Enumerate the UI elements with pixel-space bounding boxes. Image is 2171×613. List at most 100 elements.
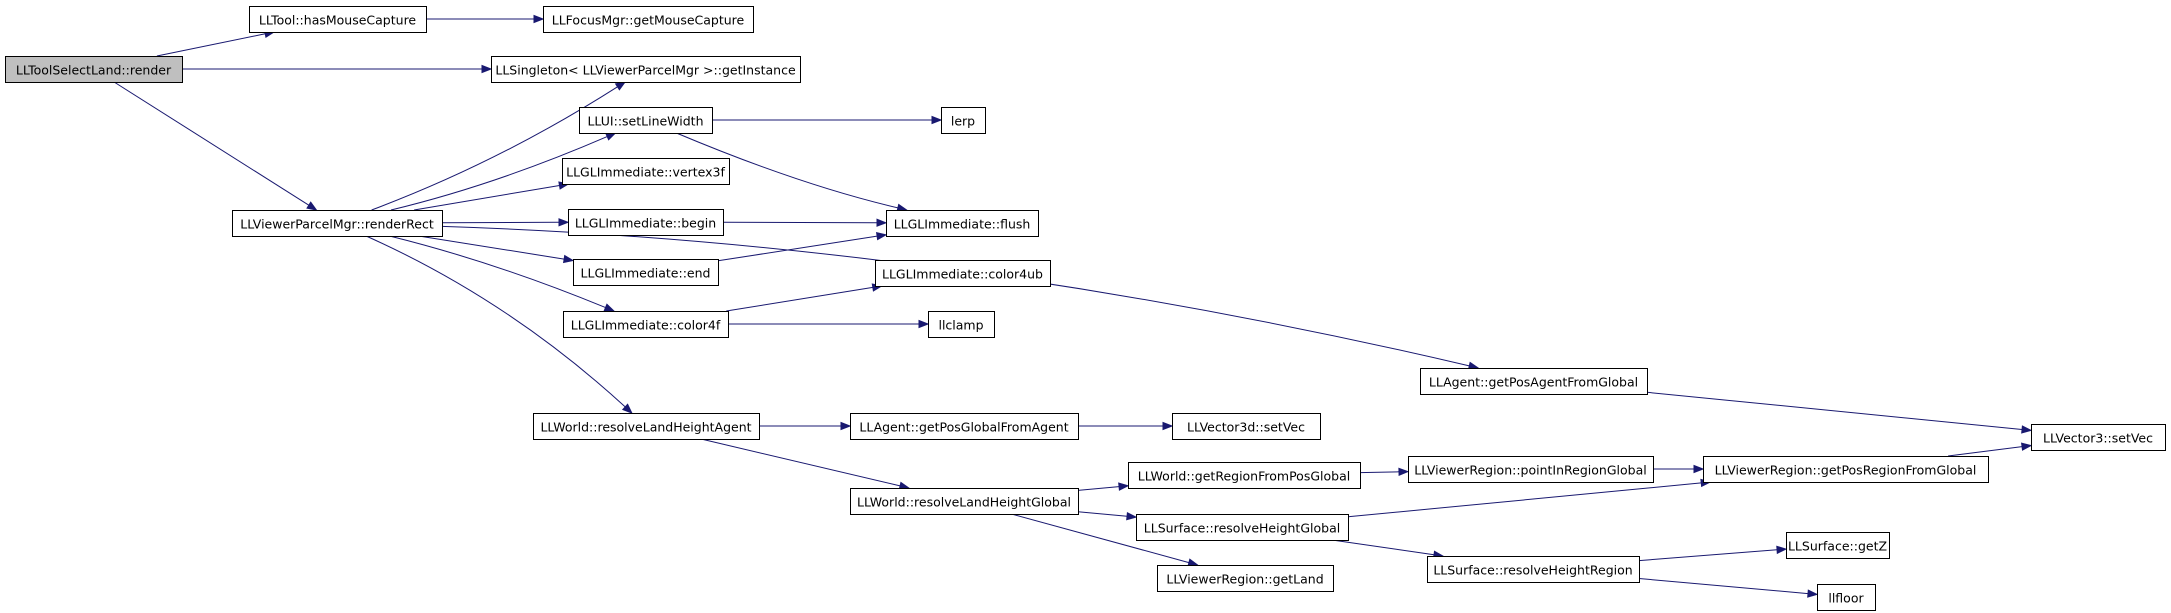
- arrowhead-root-to-renderRect: [306, 201, 318, 211]
- node-box-renderRect: [232, 210, 443, 237]
- edge-root-to-hasMouseCapture: [156, 33, 266, 57]
- node-label-getPosGlobalFromAgent: LLAgent::getPosGlobalFromAgent: [859, 420, 1068, 435]
- edge-resolveHeightRegion-to-getZ: [1638, 549, 1778, 562]
- edge-resolveHeightGlobal-to-resolveHeightRegion: [1332, 539, 1435, 556]
- arrowhead-hasMouseCapture-to-getMouseCapture: [533, 14, 545, 24]
- node-box-root: [5, 56, 183, 83]
- arrowhead-renderRect-to-begin: [558, 218, 570, 227]
- node-label-flush: LLGLImmediate::flush: [894, 217, 1031, 232]
- node-label-llclamp: llclamp: [938, 318, 983, 333]
- node-llfloor[interactable]: llfloor: [1817, 584, 1876, 611]
- arrowhead-pointInRegionGlobal-to-getPosRegionFromGlobal: [1693, 464, 1705, 474]
- node-label-getMouseCapture: LLFocusMgr::getMouseCapture: [552, 13, 745, 28]
- edge-getPosRegionFromGlobal-to-setVec3: [1948, 446, 2023, 457]
- node-box-getInstance: [491, 56, 801, 83]
- node-vertex3f[interactable]: LLGLImmediate::vertex3f: [562, 158, 730, 185]
- arrowhead-resolveLandHeightGlobal-to-getRegionFromPosGlobal: [1118, 482, 1130, 491]
- node-label-getInstance: LLSingleton< LLViewerParcelMgr >::getIns…: [495, 63, 796, 78]
- node-getRegionFromPosGlobal[interactable]: LLWorld::getRegionFromPosGlobal: [1128, 462, 1361, 489]
- node-resolveHeightRegion[interactable]: LLSurface::resolveHeightRegion: [1427, 556, 1640, 583]
- node-label-end: LLGLImmediate::end: [581, 266, 711, 281]
- edge-resolveLandHeightGlobal-to-resolveHeightGlobal: [1077, 511, 1128, 517]
- node-label-renderRect: LLViewerParcelMgr::renderRect: [240, 217, 434, 232]
- call-edges: [113, 14, 2033, 598]
- arrowhead-resolveLandHeightAgent-to-getPosGlobalFromAgent: [840, 421, 852, 431]
- edge-getRegionFromPosGlobal-to-pointInRegionGlobal: [1359, 471, 1400, 474]
- node-getLand[interactable]: LLViewerRegion::getLand: [1157, 565, 1334, 592]
- edge-resolveLandHeightGlobal-to-getRegionFromPosGlobal: [1077, 486, 1120, 491]
- node-flush[interactable]: LLGLImmediate::flush: [886, 210, 1039, 237]
- node-getPosAgentFromGlobal[interactable]: LLAgent::getPosAgentFromGlobal: [1420, 368, 1648, 395]
- edge-renderRect-to-vertex3f: [414, 185, 560, 211]
- node-label-color4f: LLGLImmediate::color4f: [571, 318, 721, 333]
- node-resolveLandHeightAgent[interactable]: LLWorld::resolveLandHeightAgent: [533, 413, 760, 440]
- edge-renderRect-to-end: [418, 235, 565, 260]
- node-label-lerp: lerp: [951, 114, 975, 129]
- node-renderRect[interactable]: LLViewerParcelMgr::renderRect: [232, 210, 443, 237]
- arrowhead-getPosAgentFromGlobal-to-setVec3: [2021, 425, 2033, 434]
- node-label-root: LLToolSelectLand::render: [16, 63, 172, 78]
- node-lerp[interactable]: lerp: [941, 107, 986, 134]
- node-label-getRegionFromPosGlobal: LLWorld::getRegionFromPosGlobal: [1138, 469, 1350, 484]
- node-box-getPosGlobalFromAgent: [850, 413, 1079, 440]
- arrowhead-renderRect-to-getInstance: [614, 81, 627, 91]
- node-box-flush: [886, 210, 1039, 237]
- node-label-setVec3: LLVector3::setVec: [2043, 431, 2153, 446]
- node-box-color4f: [563, 311, 729, 338]
- edge-getPosAgentFromGlobal-to-setVec3: [1646, 391, 2023, 430]
- node-label-resolveHeightGlobal: LLSurface::resolveHeightGlobal: [1144, 521, 1340, 536]
- edge-resolveHeightRegion-to-llfloor: [1638, 578, 1809, 595]
- arrowhead-resolveLandHeightGlobal-to-getLand: [1187, 558, 1199, 567]
- node-label-vertex3f: LLGLImmediate::vertex3f: [566, 165, 725, 180]
- arrowhead-begin-to-flush: [876, 218, 888, 227]
- node-box-getLand: [1157, 565, 1334, 592]
- node-hasMouseCapture[interactable]: LLTool::hasMouseCapture: [249, 6, 427, 33]
- arrowhead-renderRect-to-color4f: [603, 303, 616, 312]
- node-label-getZ: LLSurface::getZ: [1788, 539, 1887, 554]
- edge-end-to-flush: [717, 235, 878, 262]
- node-box-color4ub: [875, 260, 1051, 287]
- edge-setLineWidth-to-flush: [676, 132, 899, 209]
- node-label-resolveLandHeightGlobal: LLWorld::resolveLandHeightGlobal: [857, 495, 1071, 510]
- edge-resolveLandHeightAgent-to-resolveLandHeightGlobal: [700, 438, 901, 487]
- node-box-getPosRegionFromGlobal: [1703, 456, 1989, 483]
- node-color4ub[interactable]: LLGLImmediate::color4ub: [875, 260, 1051, 287]
- edge-renderRect-to-color4f: [389, 235, 606, 309]
- arrowhead-getRegionFromPosGlobal-to-pointInRegionGlobal: [1398, 467, 1410, 477]
- node-box-llclamp: [928, 311, 995, 338]
- node-box-resolveLandHeightAgent: [533, 413, 760, 440]
- node-begin[interactable]: LLGLImmediate::begin: [568, 209, 724, 236]
- node-getPosRegionFromGlobal[interactable]: LLViewerRegion::getPosRegionFromGlobal: [1703, 456, 1989, 483]
- node-box-getMouseCapture: [543, 6, 754, 33]
- node-box-llfloor: [1817, 584, 1876, 611]
- node-getMouseCapture[interactable]: LLFocusMgr::getMouseCapture: [543, 6, 754, 33]
- arrowhead-resolveHeightRegion-to-getZ: [1776, 545, 1788, 555]
- node-getInstance[interactable]: LLSingleton< LLViewerParcelMgr >::getIns…: [491, 56, 801, 83]
- arrowhead-renderRect-to-setLineWidth: [605, 132, 617, 141]
- node-end[interactable]: LLGLImmediate::end: [573, 259, 719, 286]
- edge-resolveLandHeightGlobal-to-getLand: [1011, 513, 1190, 564]
- arrowhead-resolveHeightRegion-to-llfloor: [1807, 589, 1819, 598]
- node-getPosGlobalFromAgent[interactable]: LLAgent::getPosGlobalFromAgent: [850, 413, 1079, 440]
- node-label-llfloor: llfloor: [1828, 591, 1864, 606]
- node-label-setLineWidth: LLUI::setLineWidth: [587, 114, 703, 129]
- node-setVec3d[interactable]: LLVector3d::setVec: [1172, 413, 1321, 440]
- node-box-pointInRegionGlobal: [1408, 456, 1654, 483]
- node-resolveHeightGlobal[interactable]: LLSurface::resolveHeightGlobal: [1136, 514, 1349, 541]
- node-box-end: [573, 259, 719, 286]
- edge-color4f-to-color4ub: [726, 286, 873, 312]
- node-llclamp[interactable]: llclamp: [928, 311, 995, 338]
- node-getZ[interactable]: LLSurface::getZ: [1786, 532, 1890, 559]
- node-resolveLandHeightGlobal[interactable]: LLWorld::resolveLandHeightGlobal: [850, 488, 1079, 515]
- node-box-setVec3d: [1172, 413, 1321, 440]
- call-nodes: LLToolSelectLand::render LLTool::hasMouse…: [5, 6, 2166, 611]
- node-box-getPosAgentFromGlobal: [1420, 368, 1648, 395]
- node-color4f[interactable]: LLGLImmediate::color4f: [563, 311, 729, 338]
- arrowhead-resolveLandHeightGlobal-to-resolveHeightGlobal: [1126, 512, 1138, 521]
- node-setLineWidth[interactable]: LLUI::setLineWidth: [579, 107, 713, 134]
- node-box-resolveHeightGlobal: [1136, 514, 1349, 541]
- node-label-color4ub: LLGLImmediate::color4ub: [882, 267, 1043, 282]
- edge-renderRect-to-getInstance: [371, 86, 618, 211]
- node-setVec3[interactable]: LLVector3::setVec: [2031, 424, 2166, 451]
- node-pointInRegionGlobal[interactable]: LLViewerRegion::pointInRegionGlobal: [1408, 456, 1654, 483]
